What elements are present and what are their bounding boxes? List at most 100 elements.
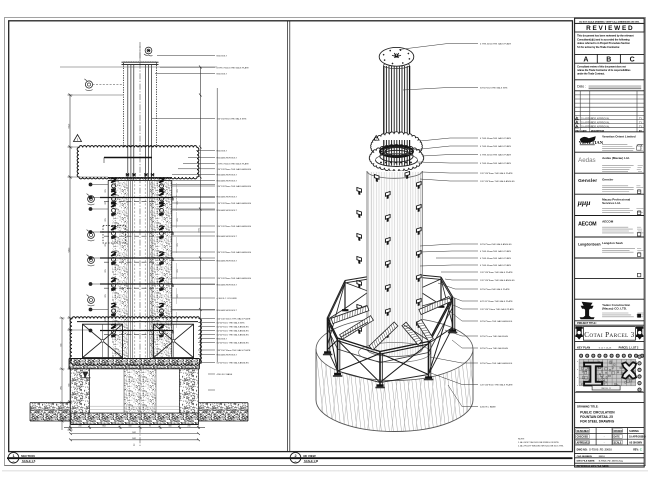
svg-text:M16 ANCHOR BOLT: M16 ANCHOR BOLT bbox=[217, 174, 238, 177]
svg-text:Venetian Orient Limited: Venetian Orient Limited bbox=[602, 135, 636, 139]
svg-text:500: 500 bbox=[104, 243, 106, 246]
svg-text:2: 2 bbox=[294, 454, 296, 458]
svg-text:2. ALL FILLET WELDED SHOULD B: 2. ALL FILLET WELDED SHOULD BE 3mm THK. bbox=[518, 444, 564, 447]
svg-text:4: 4 bbox=[134, 445, 135, 447]
svg-text:120*120*8mm THK GALS ANGLES: 120*120*8mm THK GALS ANGLES bbox=[217, 277, 252, 280]
svg-text:BY: BY bbox=[639, 130, 643, 132]
svg-text:DRAWING TITLE:: DRAWING TITLE: bbox=[577, 404, 598, 408]
svg-text:4 THK 750mmTHK GALS PLATE: 4 THK 750mmTHK GALS PLATE bbox=[217, 66, 250, 69]
svg-text:▪: ▪ bbox=[577, 369, 578, 371]
svg-text:PARCEL 25: PARCEL 25 bbox=[601, 387, 611, 390]
svg-text:DESCRIPTION: DESCRIPTION bbox=[591, 130, 605, 132]
svg-text:50*50*5 mm THK GALSSHS: 50*50*5 mm THK GALSSHS bbox=[480, 347, 508, 350]
svg-text:DATE: DATE bbox=[581, 129, 587, 132]
svg-text:DATE: DATE bbox=[614, 436, 621, 439]
svg-text:M16 ANCHOR BOLT: M16 ANCHOR BOLT bbox=[217, 196, 238, 199]
svg-text:1: 1 bbox=[77, 138, 79, 141]
svg-text:50*50*5mm THK GALS ANGLES: 50*50*5mm THK GALS ANGLES bbox=[217, 326, 250, 329]
svg-text:(Macau) CO. LTD.: (Macau) CO. LTD. bbox=[602, 307, 627, 311]
svg-text:40*120*10mm THK GALS PLATE: 40*120*10mm THK GALS PLATE bbox=[480, 300, 513, 303]
svg-text:-: - bbox=[604, 437, 605, 439]
svg-text:▪: ▪ bbox=[577, 361, 578, 363]
svg-text:-: - bbox=[604, 442, 605, 444]
svg-text:AS SHOWN: AS SHOWN bbox=[629, 441, 642, 444]
svg-text:Gensler: Gensler bbox=[578, 178, 597, 184]
svg-text:A: A bbox=[583, 57, 588, 64]
svg-text:TY: TY bbox=[639, 122, 642, 125]
svg-text:B: B bbox=[606, 57, 611, 64]
svg-text:Aedas (Macau) Ltd.: Aedas (Macau) Ltd. bbox=[602, 156, 630, 160]
svg-text:50*50*5mmTHK GALS ANGLES: 50*50*5mmTHK GALS ANGLES bbox=[480, 243, 512, 246]
svg-text:Gensler: Gensler bbox=[602, 177, 614, 181]
svg-text:REFERENCE DWG FILE NAME:: REFERENCE DWG FILE NAME: bbox=[577, 464, 610, 467]
svg-text:FOR STEEL DRAWING: FOR STEEL DRAWING bbox=[580, 419, 615, 423]
svg-text:4 THK 40mmTHK GALS PLATE: 4 THK 40mmTHK GALS PLATE bbox=[480, 43, 512, 46]
svg-text:REV:: REV: bbox=[633, 448, 639, 451]
svg-text:M16 ANCHOR BOLT: M16 ANCHOR BOLT bbox=[217, 235, 238, 238]
svg-text:120*120*8mm THK GALS ANGLES: 120*120*8mm THK GALS ANGLES bbox=[217, 225, 252, 228]
svg-text:50*50*5mm THK GALS ANGLES: 50*50*5mm THK GALS ANGLES bbox=[480, 320, 513, 323]
svg-text:PROJECT TITLE:: PROJECT TITLE: bbox=[577, 322, 597, 325]
svg-text:3D VIEW: 3D VIEW bbox=[303, 454, 316, 458]
svg-text:200: 200 bbox=[78, 425, 81, 427]
svg-text:M16 BOLT: M16 BOLT bbox=[217, 151, 228, 153]
svg-text:302: 302 bbox=[67, 383, 69, 387]
svg-text:120*120*10mm THK GALS PLATE: 120*120*10mm THK GALS PLATE bbox=[480, 308, 514, 311]
svg-text:Consultant review of this docu: Consultant review of this document does … bbox=[577, 66, 626, 69]
svg-text:TY: TY bbox=[639, 118, 642, 121]
svg-text:500: 500 bbox=[104, 189, 106, 192]
svg-text:4 THK 750mmTHK GALS PLATE: 4 THK 750mmTHK GALS PLATE bbox=[217, 163, 250, 166]
svg-text:FOR APPROVAL: FOR APPROVAL bbox=[591, 118, 611, 121]
svg-text:25010: 25010 bbox=[599, 456, 606, 458]
svg-text:500: 500 bbox=[104, 294, 106, 297]
svg-text:SECTION: SECTION bbox=[21, 454, 36, 458]
svg-text:relieve the Trade Contractor o: relieve the Trade Contractor of its resp… bbox=[577, 69, 631, 72]
svg-text:120*120*8mm THK GALS ANGLES: 120*120*8mm THK GALS ANGLES bbox=[217, 185, 252, 188]
svg-text:S 12 T 13-28: S 12 T 13-28 bbox=[599, 347, 612, 349]
svg-text:KEY PLAN: KEY PLAN bbox=[577, 345, 590, 349]
svg-text:10-APR-08: 10-APR-08 bbox=[581, 126, 594, 129]
svg-text:1. ALL BOLT SHOULD BE FIXING: 1. ALL BOLT SHOULD BE FIXING ON SITE. bbox=[518, 441, 560, 444]
svg-text:S-TSU5_FD_25010.dwg: S-TSU5_FD_25010.dwg bbox=[599, 461, 624, 463]
svg-text:4 THK 40mmTHK GALS PLATE: 4 THK 40mmTHK GALS PLATE bbox=[480, 137, 512, 140]
svg-text:4200 R.C BASE: 4200 R.C BASE bbox=[217, 373, 233, 376]
svg-text:Date :: Date : bbox=[577, 84, 586, 88]
svg-text:2482: 2482 bbox=[132, 438, 136, 440]
svg-text:Aedas: Aedas bbox=[578, 157, 596, 164]
svg-text:500: 500 bbox=[104, 218, 106, 221]
svg-text:50*50*5mm THK GALS ANGLES: 50*50*5mm THK GALS ANGLES bbox=[217, 330, 250, 333]
svg-text:M16 ANCHOR BOLT: M16 ANCHOR BOLT bbox=[217, 180, 238, 183]
svg-text:M16 ANCHOR BOLT: M16 ANCHOR BOLT bbox=[217, 284, 238, 287]
svg-text:M16 ANCHOR BOLT: M16 ANCHOR BOLT bbox=[217, 309, 238, 312]
svg-text:S-TSU5_FD_25010: S-TSU5_FD_25010 bbox=[589, 447, 612, 451]
svg-text:PUBLIC CIRCULATION: PUBLIC CIRCULATION bbox=[580, 411, 615, 415]
svg-text:120*120*8mm THK GALS ANGLES: 120*120*8mm THK GALS ANGLES bbox=[480, 279, 515, 282]
svg-text:REV: REV bbox=[575, 130, 580, 132]
svg-text:50*50*5mm THK GALS SHS: 50*50*5mm THK GALS SHS bbox=[217, 322, 245, 325]
svg-text:under the Trade Contract.: under the Trade Contract. bbox=[577, 73, 605, 76]
svg-text:TY: TY bbox=[639, 126, 642, 129]
svg-text:4 THK 40mmTHK GALS PLATE: 4 THK 40mmTHK GALS PLATE bbox=[480, 264, 512, 267]
svg-text:CHECKED: CHECKED bbox=[577, 437, 589, 439]
svg-text:SCALE: SCALE bbox=[614, 441, 622, 444]
svg-text:302: 302 bbox=[59, 343, 61, 347]
svg-text:S.WONG: S.WONG bbox=[629, 431, 639, 433]
svg-text:SCALE 1:5: SCALE 1:5 bbox=[22, 459, 36, 463]
svg-text:μμμ: μμμ bbox=[577, 198, 591, 207]
svg-text:Services Ltd.: Services Ltd. bbox=[602, 201, 621, 205]
svg-text:7500: 7500 bbox=[197, 228, 199, 234]
svg-text:FOR APPROVAL: FOR APPROVAL bbox=[591, 122, 611, 125]
svg-text:10-APR-08: 10-APR-08 bbox=[581, 122, 594, 125]
svg-text:Langdon Seah: Langdon Seah bbox=[602, 241, 623, 245]
svg-text:500: 500 bbox=[104, 318, 106, 321]
svg-text:4 THK 40mmTHK GALS PLATE: 4 THK 40mmTHK GALS PLATE bbox=[480, 250, 512, 253]
svg-text:M16 ANCHOR BOLT: M16 ANCHOR BOLT bbox=[217, 354, 238, 357]
svg-text:⚑: ⚑ bbox=[147, 49, 150, 53]
svg-text:SCALE 1:M: SCALE 1:M bbox=[304, 459, 318, 463]
svg-text:120*120*8mm THK GALS ANGLES: 120*120*8mm THK GALS ANGLES bbox=[480, 180, 515, 183]
svg-text:4 THK 40mmTHK GALS PLATE: 4 THK 40mmTHK GALS PLATE bbox=[480, 154, 512, 157]
svg-text:DESIGNED: DESIGNED bbox=[577, 431, 589, 433]
svg-text:50*50*5mmTHK GALS SHS: 50*50*5mmTHK GALS SHS bbox=[480, 87, 508, 90]
svg-text:50*50*5mmTHK GALS PLATE: 50*50*5mmTHK GALS PLATE bbox=[480, 288, 510, 291]
svg-text:150*150*8mmTHK GALS SHS: 150*150*8mmTHK GALS SHS bbox=[217, 118, 247, 121]
